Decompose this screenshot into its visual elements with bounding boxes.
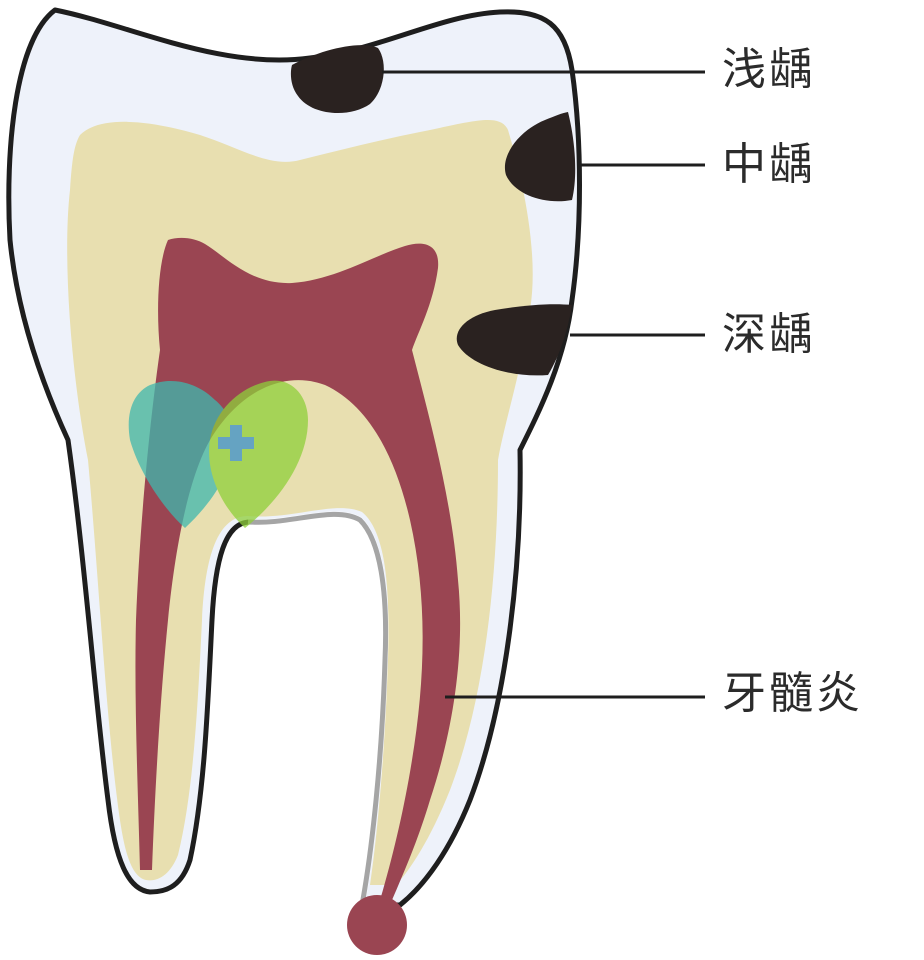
shallow-caries-lesion: [290, 45, 384, 114]
label-deep-caries: 深龋: [722, 309, 816, 360]
periapical-lesion: [347, 895, 407, 955]
label-shallow-caries: 浅龋: [722, 44, 816, 95]
label-pulpitis: 牙髓炎: [722, 668, 863, 719]
watermark-green-heart: [209, 380, 308, 528]
watermark-teal-heart: [128, 380, 235, 528]
root-inner-edge: [247, 511, 389, 906]
deep-caries-lesion: [456, 304, 572, 376]
watermark-cross: [218, 425, 254, 461]
medium-caries-lesion: [504, 112, 576, 202]
label-medium-caries: 中龋: [722, 139, 816, 190]
heart-cross-logo-icon: [128, 380, 308, 528]
